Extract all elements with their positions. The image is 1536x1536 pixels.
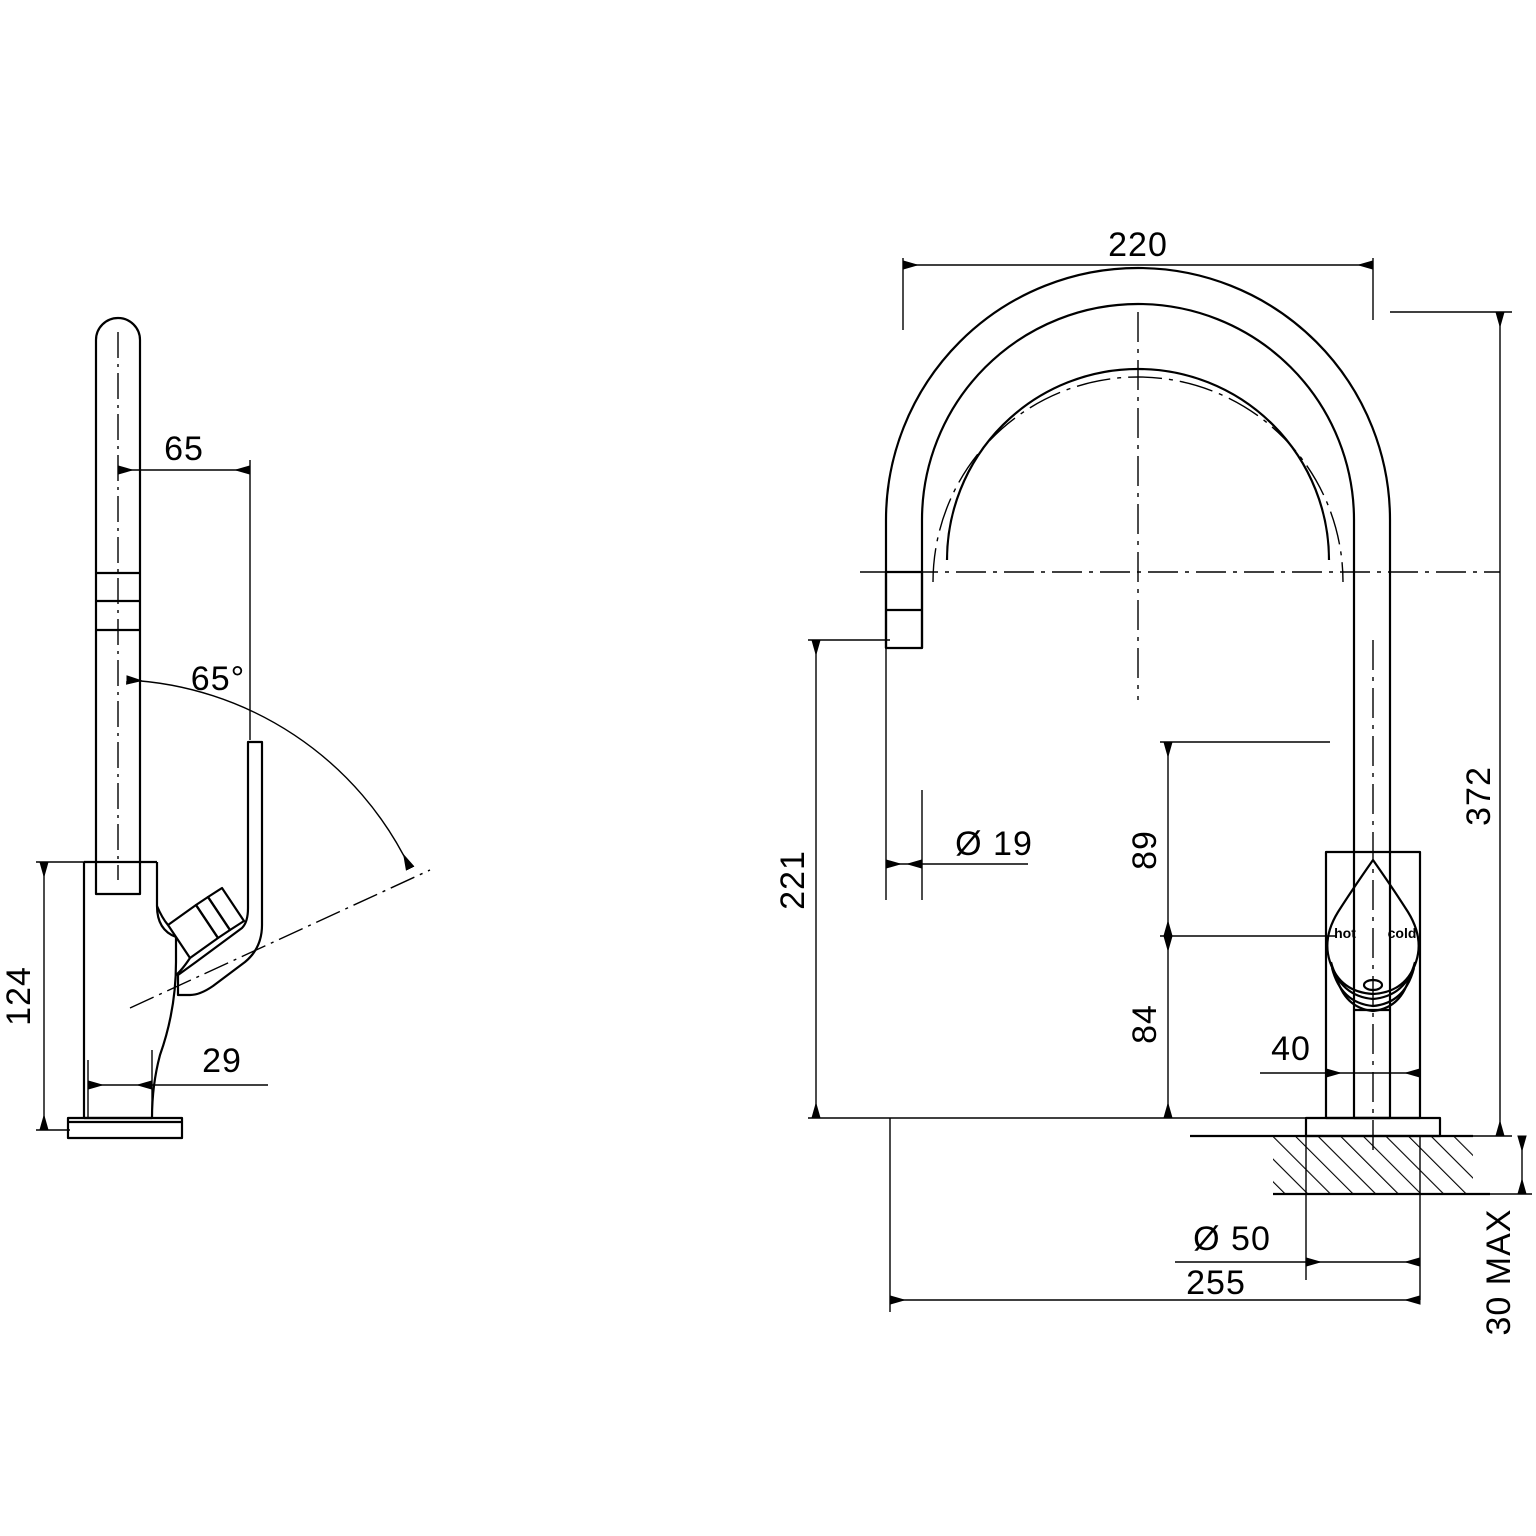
handle-axis-centreline: [129, 869, 431, 1009]
dimtext-84: 84: [1126, 1004, 1164, 1044]
body-lower-curve: [150, 937, 178, 1119]
left-view-geometry: [66, 316, 264, 1140]
dimtext-dia19: Ø 19: [955, 825, 1033, 863]
handle-stem-upper: [155, 905, 169, 926]
right-view-dimensions: [808, 258, 1532, 1312]
right-view-centrelines: [860, 312, 1500, 1150]
dimtext-30max: 30 MAX: [1480, 1209, 1518, 1336]
bench-section: [1190, 1134, 1490, 1196]
dimarc-65deg: [126, 675, 415, 871]
gooseneck-inner-profile: [920, 302, 1356, 852]
dimtext-89: 89: [1126, 830, 1164, 870]
dimtext-372: 372: [1460, 766, 1498, 826]
dimtext-65deg: 65°: [191, 660, 245, 698]
left-view-centrelines: [117, 332, 431, 1009]
shank-block: [1352, 1008, 1392, 1120]
dimtext-220: 220: [1108, 226, 1168, 264]
handle-label-cold: cold: [1388, 925, 1417, 941]
handle-ring-3: [1334, 974, 1412, 1013]
dimtext-221: 221: [774, 850, 812, 910]
handle-stem-lower: [175, 957, 191, 976]
dimtext-255: 255: [1186, 1264, 1246, 1302]
dimtext-dia50: Ø 50: [1193, 1220, 1271, 1258]
dimtext-29: 29: [202, 1042, 242, 1080]
handle-collar-band-c: [206, 886, 246, 932]
dimtext-65: 65: [164, 430, 204, 468]
base-flange: [66, 1116, 184, 1140]
left-view-dimensions: [36, 460, 415, 1131]
body-right-shoulder: [155, 862, 177, 939]
lever-handle-outline: [176, 740, 264, 997]
handle-label-hot: hot: [1334, 925, 1356, 941]
spout-tube-outline: [94, 316, 142, 896]
gooseneck-arc-centreline: [932, 376, 1344, 583]
dimtext-124: 124: [0, 966, 38, 1026]
dimtext-40: 40: [1271, 1030, 1311, 1068]
